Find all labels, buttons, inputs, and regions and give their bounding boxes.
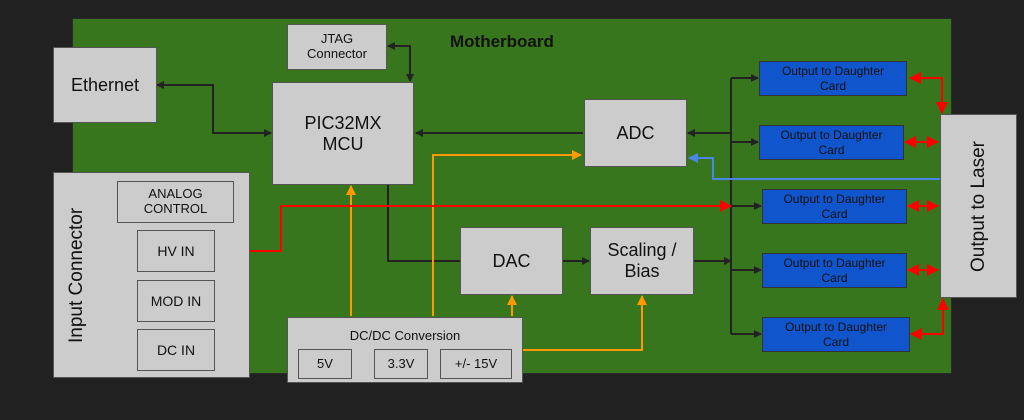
rail-15v: +/- 15V [440,349,512,379]
adc-block: ADC [584,99,687,167]
scaling-bias-block: Scaling / Bias [590,227,694,295]
output-to-laser-block: Output to Laser [940,114,1017,298]
motherboard-title: Motherboard [450,32,554,51]
ethernet-block: Ethernet [53,47,157,123]
dc-in-block: DC IN [137,329,215,371]
rail-3v3: 3.3V [374,349,428,379]
dac-block: DAC [460,227,563,295]
rail-5v: 5V [298,349,352,379]
mod-in-block: MOD IN [137,280,215,322]
hv-in-block: HV IN [137,230,215,272]
jtag-connector-block: JTAG Connector [287,24,387,70]
mcu-block: PIC32MX MCU [272,82,414,185]
dcdc-label: DC/DC Conversion [349,328,461,343]
input-connector-label: Input Connector [66,207,87,343]
analog-control-block: ANALOG CONTROL [117,181,234,223]
